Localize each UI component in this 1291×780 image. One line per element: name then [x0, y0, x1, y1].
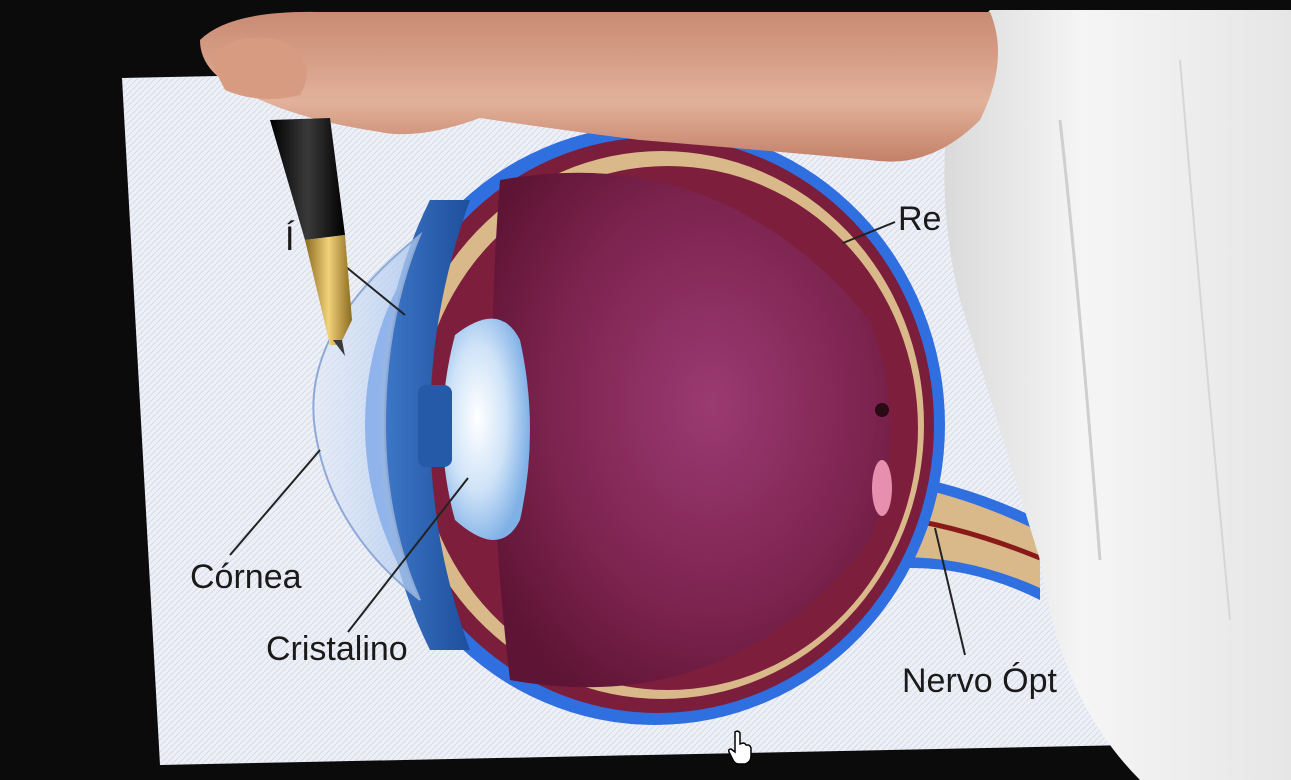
top-edge [0, 0, 1291, 8]
label-nervo-optico: Nervo Ópt [902, 662, 1057, 700]
label-retina: Re [898, 200, 941, 238]
crystalline-lens [443, 319, 531, 540]
pupil [418, 385, 452, 467]
label-cornea: Córnea [190, 558, 302, 596]
hand-pointer-icon [727, 730, 753, 766]
fovea [875, 403, 889, 417]
optic-disc [872, 460, 892, 516]
label-iris: Í [285, 220, 295, 258]
label-cristalino: Cristalino [266, 630, 408, 668]
